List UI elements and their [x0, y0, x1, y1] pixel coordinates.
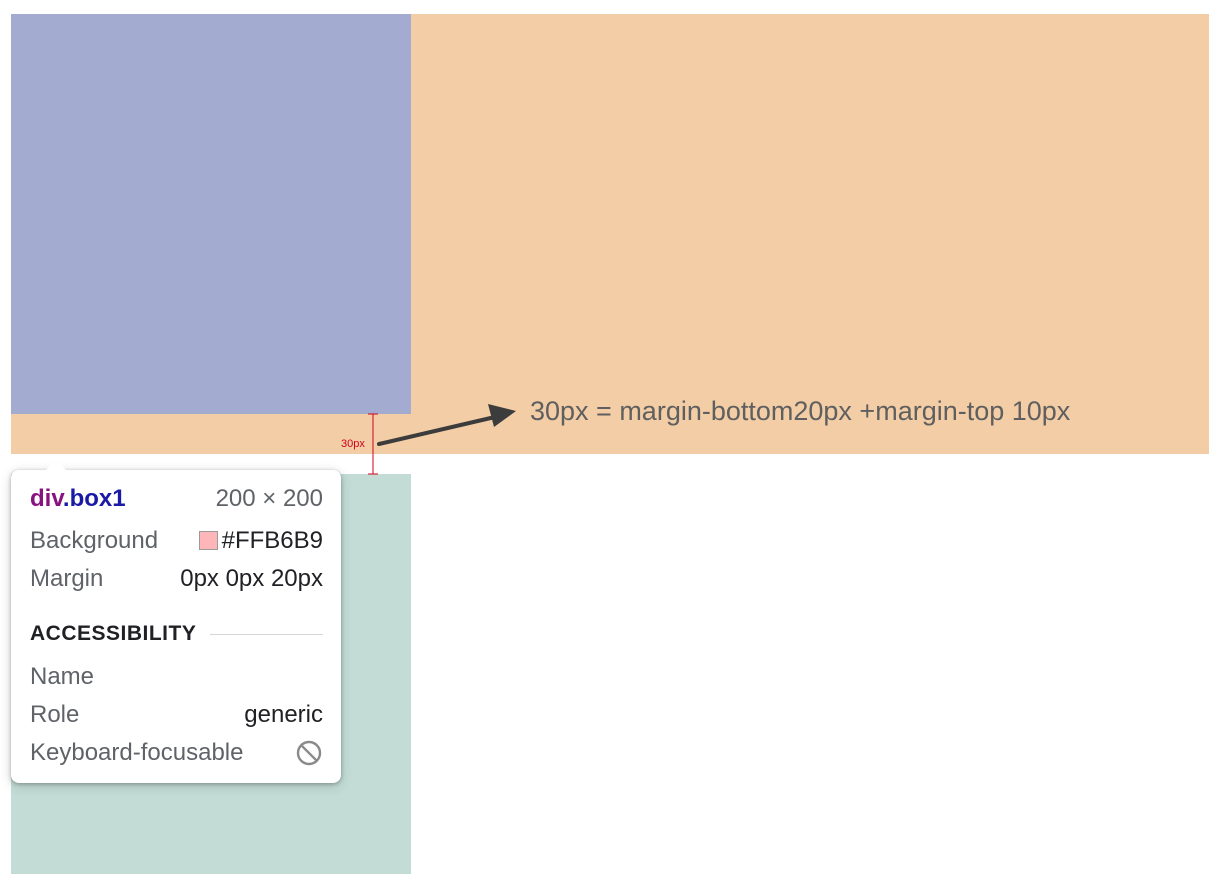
element-dimensions: 200 × 200 — [215, 485, 323, 512]
margin-row: Margin 0px 0px 20px — [30, 565, 323, 593]
inspector-tooltip: div.box1 200 × 200 Background #FFB6B9 Ma… — [11, 460, 341, 783]
class-name: .box1 — [62, 485, 126, 512]
name-label: Name — [30, 663, 95, 690]
tooltip-caret — [45, 460, 67, 471]
accessibility-heading: ACCESSIBILITY — [30, 622, 197, 645]
background-label: Background — [30, 527, 159, 554]
color-swatch — [198, 531, 218, 550]
name-row: Name — [30, 663, 323, 691]
keyboard-focusable-label: Keyboard-focusable — [30, 739, 244, 766]
tag-name: div — [30, 485, 63, 512]
not-allowed-icon — [295, 739, 323, 767]
background-row: Background #FFB6B9 — [30, 527, 323, 555]
keyboard-focusable-row: Keyboard-focusable — [30, 739, 323, 767]
element-selector: div.box1 — [30, 485, 126, 513]
annotation-text: 30px = margin-bottom20px +margin-top 10p… — [530, 396, 1071, 426]
accessibility-section: ACCESSIBILITY — [30, 621, 323, 647]
role-value: generic — [244, 701, 323, 728]
tooltip-header: div.box1 200 × 200 — [30, 485, 323, 513]
margin-label: Margin — [30, 565, 104, 592]
margin-value: 0px 0px 20px — [180, 565, 323, 592]
role-label: Role — [30, 701, 80, 728]
background-value-wrap: #FFB6B9 — [198, 527, 323, 555]
background-value: #FFB6B9 — [221, 527, 323, 554]
measure-label: 30px — [341, 438, 365, 450]
section-divider — [210, 633, 323, 635]
box1-highlight[interactable] — [11, 14, 411, 414]
role-row: Role generic — [30, 701, 323, 729]
